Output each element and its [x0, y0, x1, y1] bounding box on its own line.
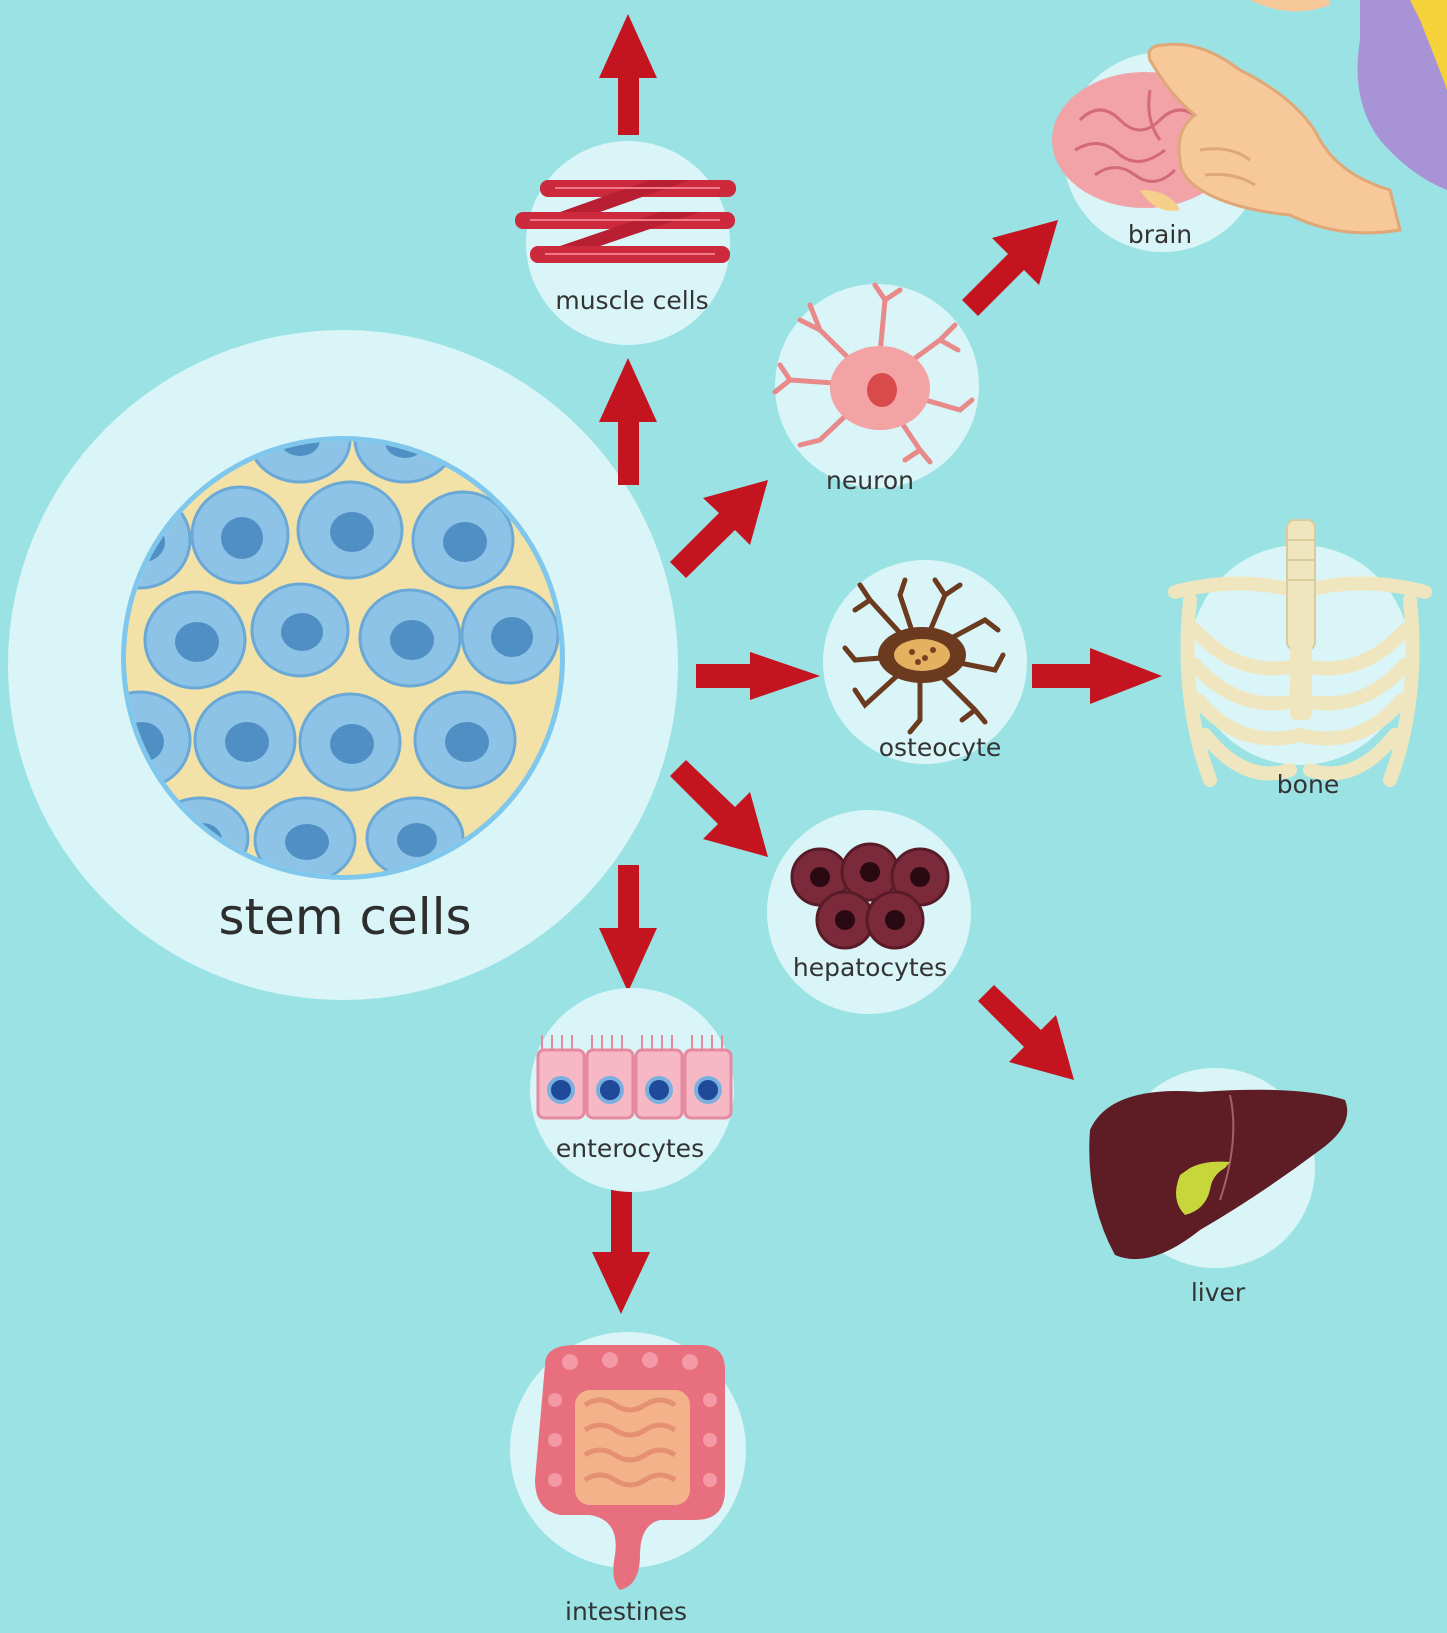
- arrow-neuron-to-brain: [962, 220, 1058, 316]
- neuron-node: [775, 284, 979, 488]
- neuron-label: neuron: [826, 466, 914, 495]
- muscle-cells-label: muscle cells: [555, 286, 708, 315]
- brain-label: brain: [1128, 220, 1192, 249]
- intestines-icon: [535, 1345, 725, 1590]
- liver-node: [1089, 1068, 1347, 1268]
- arrow-stem-to-hepatocytes: [670, 760, 768, 857]
- intestines-node: [510, 1332, 746, 1590]
- osteocyte-label: osteocyte: [879, 733, 1002, 762]
- hepatocytes-label: hepatocytes: [793, 953, 947, 982]
- arrow-stem-to-neuron: [670, 480, 768, 578]
- muscle-fibers-icon: [515, 180, 736, 263]
- hepatocytes-node: [767, 810, 971, 1014]
- arrow-hepatocytes-to-liver: [978, 985, 1074, 1080]
- stem-cells-label: stem cells: [218, 888, 471, 946]
- arrow-enterocytes-to-intestines: [592, 1188, 650, 1314]
- arrow-muscle-up: [599, 14, 657, 135]
- liver-label: liver: [1191, 1278, 1245, 1307]
- arrow-osteocyte-to-bone: [1032, 648, 1162, 704]
- intestines-label: intestines: [565, 1597, 687, 1626]
- bone-label: bone: [1277, 770, 1339, 799]
- bone-node: [1175, 520, 1425, 780]
- arrow-stem-to-enterocytes: [599, 865, 657, 992]
- enterocytes-label: enterocytes: [556, 1134, 704, 1163]
